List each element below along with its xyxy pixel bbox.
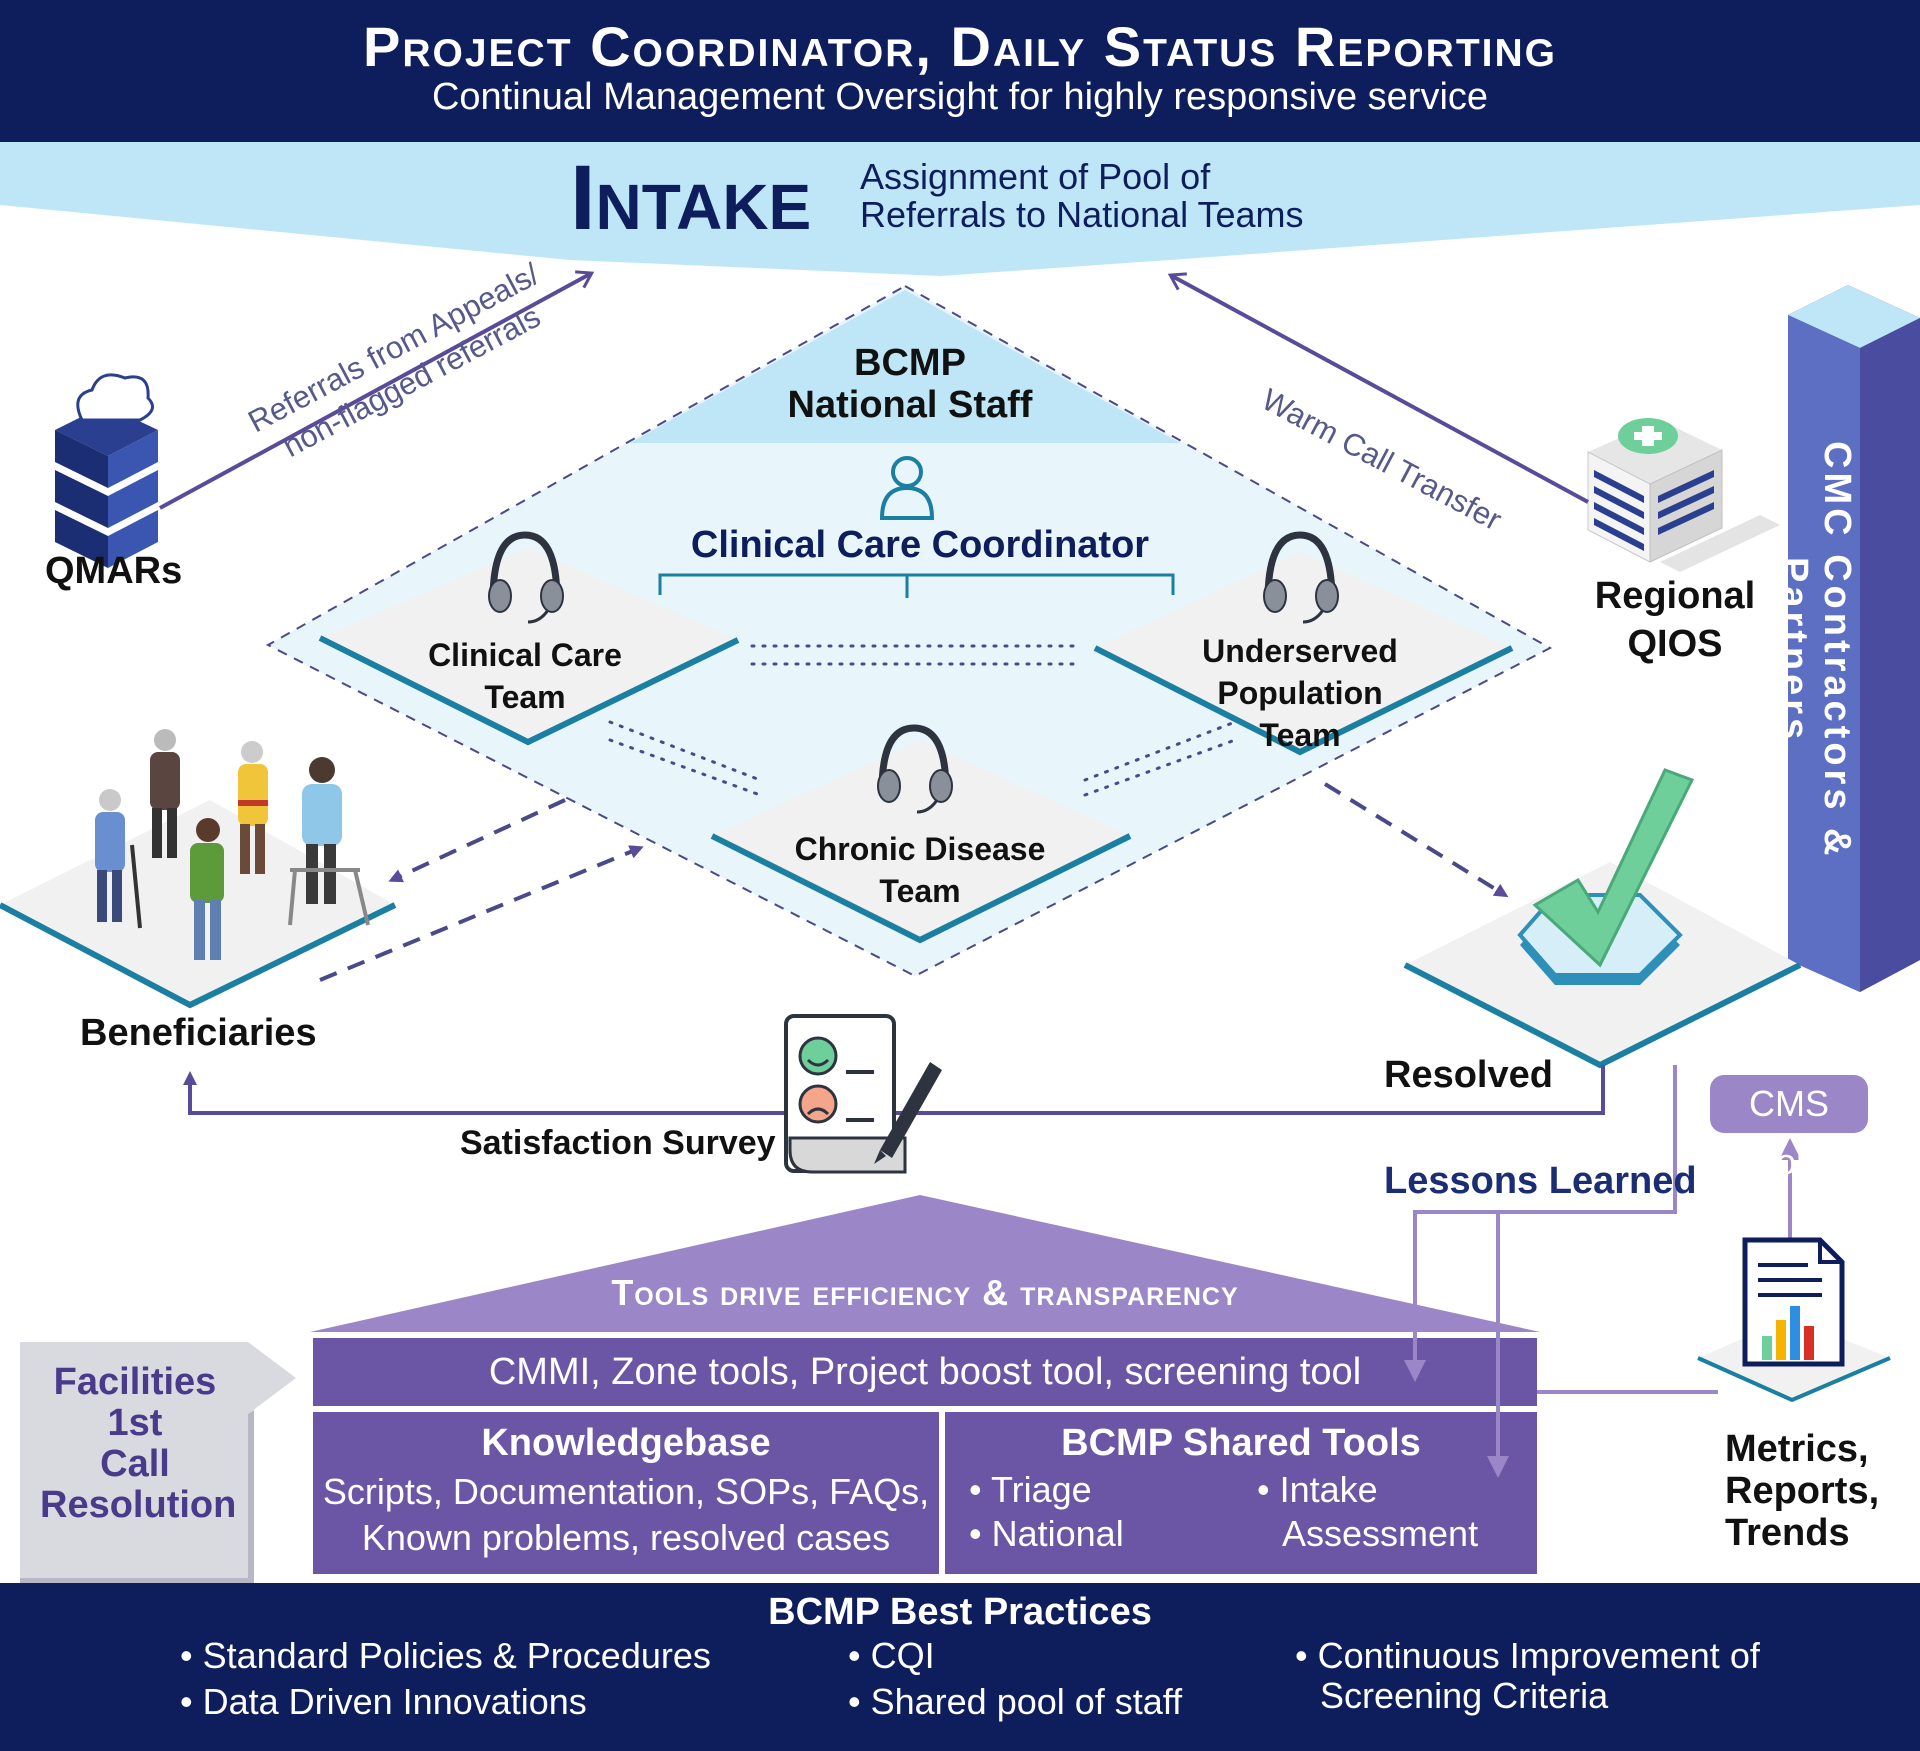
best-practice-item: • Shared pool of staff xyxy=(848,1681,1183,1722)
page-subtitle: Continual Management Oversight for highl… xyxy=(431,76,1489,118)
platform-underserved xyxy=(1095,552,1512,752)
knowledgebase-line1: Scripts, Documentation, SOPs, FAQs, xyxy=(322,1471,930,1512)
report-icon xyxy=(1742,1237,1845,1367)
knowledgebase-panel: Knowledgebase Scripts, Documentation, SO… xyxy=(313,1412,939,1574)
cmc-block xyxy=(1788,285,1920,992)
header-banner: Project Coordinator, Daily Status Report… xyxy=(0,0,1920,142)
knowledgebase-title: Knowledgebase xyxy=(481,1422,771,1464)
page-title: Project Coordinator, Daily Status Report… xyxy=(362,15,1558,78)
shared-tool-item: • Intake xyxy=(1257,1469,1378,1510)
intake-description: Assignment of Pool of Referrals to Natio… xyxy=(860,158,1304,234)
best-practice-item: • Standard Policies & Procedures xyxy=(180,1635,711,1676)
tools-list: CMMI, Zone tools, Project boost tool, sc… xyxy=(488,1351,1362,1393)
facilities-tag xyxy=(20,1342,296,1578)
lessons-lines xyxy=(1404,1065,1801,1478)
best-practice-item: • CQI xyxy=(848,1635,935,1676)
chronic-team-line1: Chronic Disease xyxy=(794,831,1046,867)
national-staff-line2: National Staff xyxy=(787,384,1033,426)
cms-core-label: CMS Core xyxy=(1749,1083,1829,1182)
checkmark-icon xyxy=(1517,768,1695,985)
headset-icon-chronic xyxy=(877,724,953,814)
staff-triangle xyxy=(630,290,1180,443)
intake-band xyxy=(0,142,1920,276)
best-practice-item: • Continuous Improvement of xyxy=(1295,1635,1760,1676)
survey-icon xyxy=(784,1014,942,1174)
qmars-label: QMARs xyxy=(45,550,183,592)
best-practices-title: BCMP Best Practices xyxy=(768,1591,1152,1633)
tools-row1-bg xyxy=(313,1338,1537,1406)
arrow-to-resolved xyxy=(1323,782,1509,898)
people-icon xyxy=(95,729,370,960)
resolved-label: Resolved xyxy=(1384,1054,1553,1096)
cms-core-pill xyxy=(1710,1075,1868,1133)
regional-qios-line1: Regional xyxy=(1594,575,1756,617)
facilities-line3: Call xyxy=(100,1443,170,1485)
center-diamond xyxy=(265,284,1553,978)
facilities-line2: 1st xyxy=(107,1402,163,1444)
metrics-line3: Trends xyxy=(1725,1512,1850,1554)
intake-description-line2: Referrals to National Teams xyxy=(860,194,1304,235)
clinical-care-team-line2: Team xyxy=(484,679,566,715)
national-staff-line1: BCMP xyxy=(854,342,966,384)
underserved-team-label: Underserved Population Team xyxy=(1130,630,1470,756)
shared-tools-bg xyxy=(945,1412,1537,1574)
regional-qios-label: Regional QIOS xyxy=(1585,572,1765,668)
tools-title: Tools drive efficiency & transparency xyxy=(611,1272,1239,1313)
platform-chronic xyxy=(712,740,1130,940)
best-practices-banner: BCMP Best Practices • Standard Policies … xyxy=(0,1583,1920,1751)
platform-clinical xyxy=(320,548,738,742)
metrics-line2: Reports, xyxy=(1725,1470,1880,1512)
shared-tool-item: Assessment xyxy=(1282,1513,1479,1554)
regional-qios-line2: QIOS xyxy=(1627,623,1723,665)
satisfaction-survey-label: Satisfaction Survey xyxy=(460,1124,776,1162)
beneficiaries-label: Beneficiaries xyxy=(80,1012,317,1054)
intake-title: Intake xyxy=(570,147,812,249)
headset-icon-underserved xyxy=(1263,531,1339,624)
metrics-label: Metrics, Reports, Trends xyxy=(1725,1428,1879,1554)
shared-tools-panel: BCMP Shared Tools • Triage • National • … xyxy=(945,1412,1537,1574)
underserved-team-line1: Underserved Population xyxy=(1202,633,1398,711)
metrics-line1: Metrics, xyxy=(1725,1428,1869,1470)
coordinator-bracket xyxy=(658,573,1175,598)
shared-tool-item: • Triage xyxy=(969,1469,1092,1510)
coordinator-label: Clinical Care Coordinator xyxy=(690,524,1150,566)
tools-roof xyxy=(310,1195,1540,1332)
arrow-qmars-intake xyxy=(159,270,595,510)
headset-icon-clinical xyxy=(488,531,564,624)
survey-line xyxy=(183,1065,1605,1115)
intake-description-line1: Assignment of Pool of xyxy=(860,156,1211,197)
server-icon xyxy=(55,373,158,568)
facilities-line1: Facilities xyxy=(53,1361,217,1403)
knowledgebase-line2: Known problems, resolved cases xyxy=(361,1517,891,1558)
shared-tool-item: • National xyxy=(969,1513,1124,1554)
shared-tools-title: BCMP Shared Tools xyxy=(1061,1422,1421,1464)
national-staff-label: BCMP National Staff xyxy=(760,342,1060,426)
dashed-beneficiary-arrows xyxy=(319,798,644,982)
arrow-regional-intake xyxy=(1167,272,1589,504)
best-practice-item: Screening Criteria xyxy=(1320,1675,1609,1716)
facilities-label: Facilities 1st Call Resolution xyxy=(40,1361,237,1526)
hospital-icon xyxy=(1587,418,1780,572)
chronic-team-label: Chronic Disease Team xyxy=(780,828,1060,912)
person-icon xyxy=(879,456,935,520)
chronic-team-line2: Team xyxy=(879,873,961,909)
underserved-team-line2: Team xyxy=(1259,717,1341,753)
clinical-care-team-line1: Clinical Care xyxy=(428,637,622,673)
facilities-line4: Resolution xyxy=(40,1484,237,1526)
clinical-care-team-label: Clinical Care Team xyxy=(400,634,650,718)
best-practice-item: • Data Driven Innovations xyxy=(180,1681,587,1722)
cmc-partners-label: CMC Contractors & Partners xyxy=(1773,440,1858,860)
lessons-learned-label: Lessons Learned xyxy=(1384,1160,1697,1202)
dotted-connectors xyxy=(608,644,1237,797)
knowledgebase-bg xyxy=(313,1412,939,1574)
